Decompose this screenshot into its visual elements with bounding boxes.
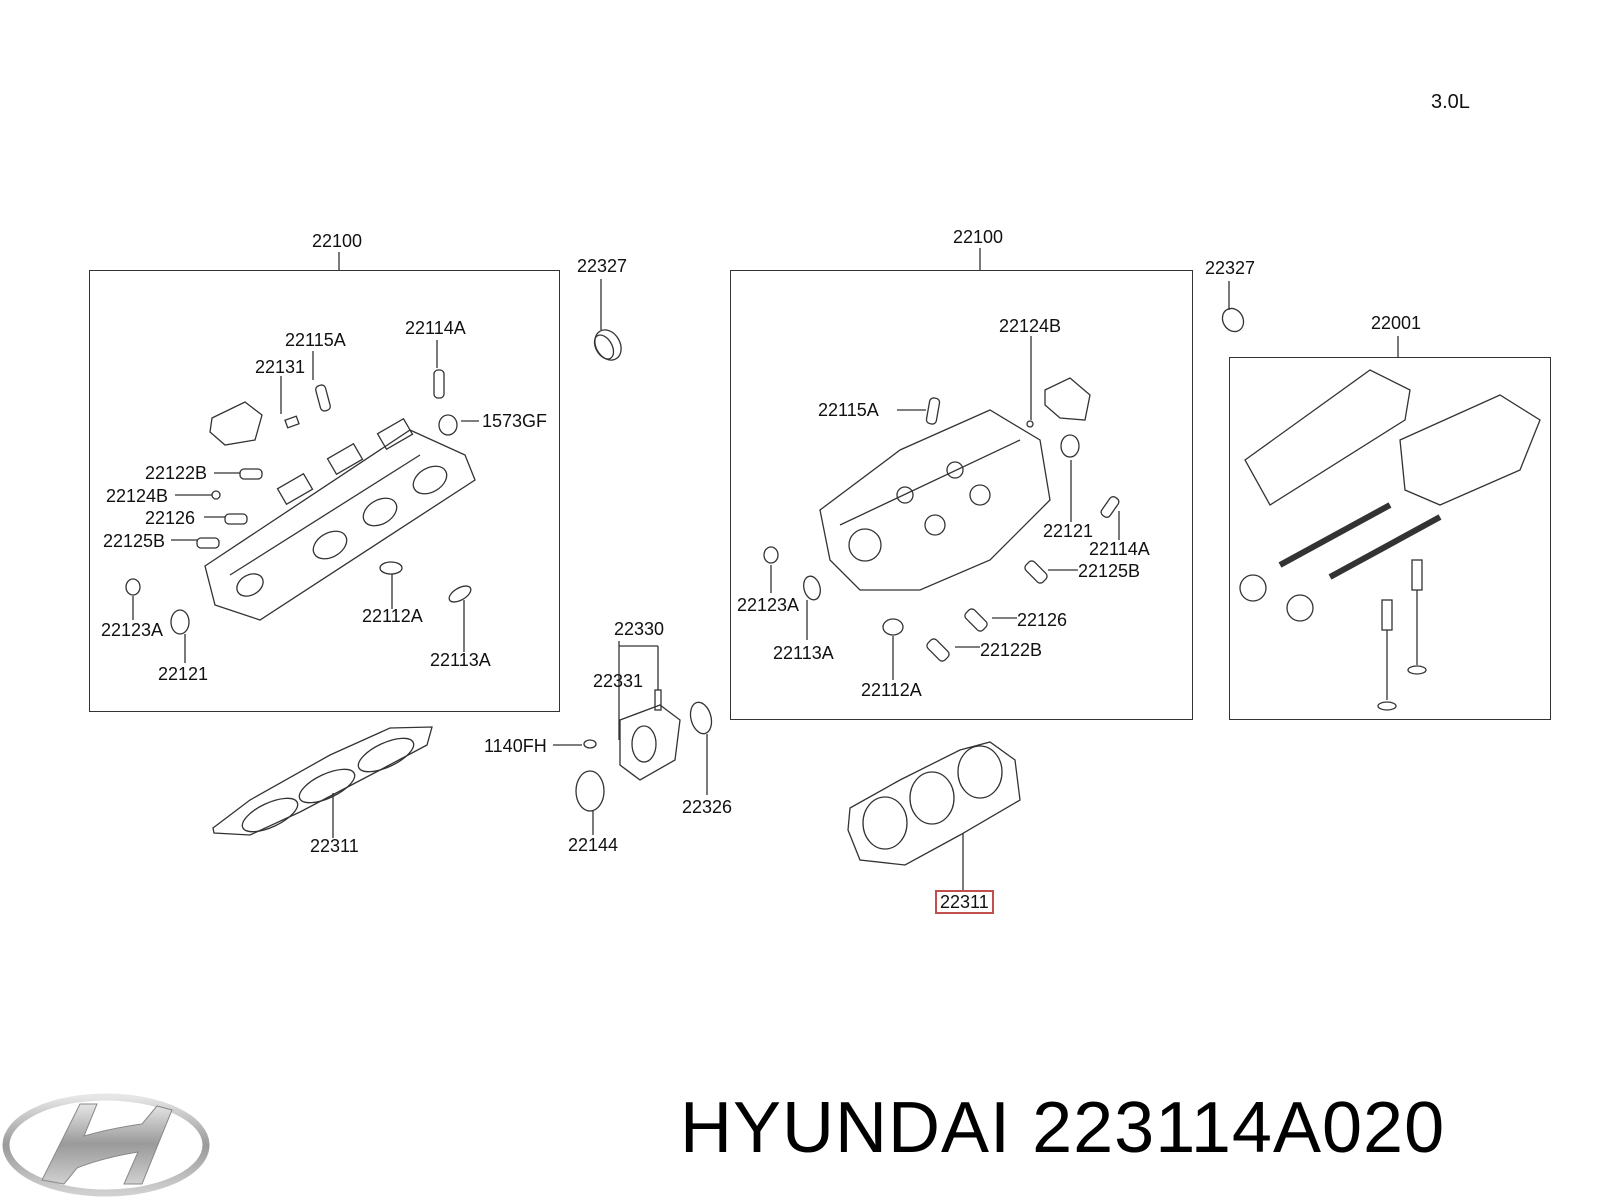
complete-head-assembly-drawing: [1239, 369, 1541, 711]
part-label[interactable]: 22113A: [773, 643, 834, 663]
part-label[interactable]: 22112A: [362, 606, 423, 626]
brand-part-number: HYUNDAI 223114A020: [680, 1088, 1445, 1168]
part-label-22330[interactable]: 22330: [614, 619, 665, 639]
part-label[interactable]: 22124B: [999, 316, 1062, 336]
part-label[interactable]: 22125B: [1078, 561, 1141, 581]
right-head-group-box: [730, 270, 1193, 720]
group-title-right-head[interactable]: 22100: [953, 227, 1004, 247]
part-label[interactable]: 22114A: [405, 318, 466, 338]
part-label[interactable]: 22126: [1017, 610, 1068, 630]
part-label[interactable]: 22122B: [145, 463, 208, 483]
group-title-left-head[interactable]: 22100: [312, 231, 363, 251]
part-label-1140FH[interactable]: 1140FH: [484, 736, 547, 756]
part-label-22311-left[interactable]: 22311: [310, 836, 359, 856]
part-number: 223114A020: [1032, 1088, 1446, 1168]
part-label[interactable]: 1573GF: [482, 411, 548, 431]
part-label-22331[interactable]: 22331: [593, 671, 644, 691]
group-title-complete-head[interactable]: 22001: [1371, 313, 1422, 333]
part-label[interactable]: 22131: [255, 357, 306, 377]
part-label-22327-right[interactable]: 22327: [1205, 258, 1256, 278]
part-label[interactable]: 22123A: [101, 620, 164, 640]
complete-head-group-box: [1229, 357, 1551, 720]
part-label[interactable]: 22115A: [818, 400, 879, 420]
right-head-gasket-drawing: [847, 741, 1021, 890]
part-label[interactable]: 22125B: [103, 531, 166, 551]
part-label[interactable]: 22122B: [980, 640, 1043, 660]
part-label[interactable]: 22114A: [1089, 539, 1150, 559]
left-head-gasket-drawing: [212, 726, 433, 838]
part-label-22311-highlighted[interactable]: 22311: [935, 890, 994, 914]
part-label[interactable]: 22124B: [106, 486, 169, 506]
part-label[interactable]: 22112A: [861, 680, 922, 700]
engine-displacement: 3.0L: [1431, 91, 1470, 113]
part-label[interactable]: 22121: [158, 664, 209, 684]
housing-drawing: [553, 641, 713, 835]
part-label-22327-left[interactable]: 22327: [577, 256, 628, 276]
left-head-group-box: [89, 270, 560, 712]
part-label[interactable]: 22121: [1043, 521, 1094, 541]
part-label-22326[interactable]: 22326: [682, 797, 733, 817]
right-cylinder-head-drawing: [763, 336, 1120, 680]
part-label[interactable]: 22113A: [430, 650, 491, 670]
part-label-22144[interactable]: 22144: [568, 835, 619, 855]
part-label[interactable]: 22126: [145, 508, 196, 528]
left-cylinder-head-drawing: [125, 340, 479, 663]
part-label[interactable]: 22115A: [285, 330, 346, 350]
part-label[interactable]: 22123A: [737, 595, 800, 615]
brand-name: HYUNDAI: [680, 1088, 1012, 1168]
hyundai-logo-icon: [2, 1093, 210, 1197]
